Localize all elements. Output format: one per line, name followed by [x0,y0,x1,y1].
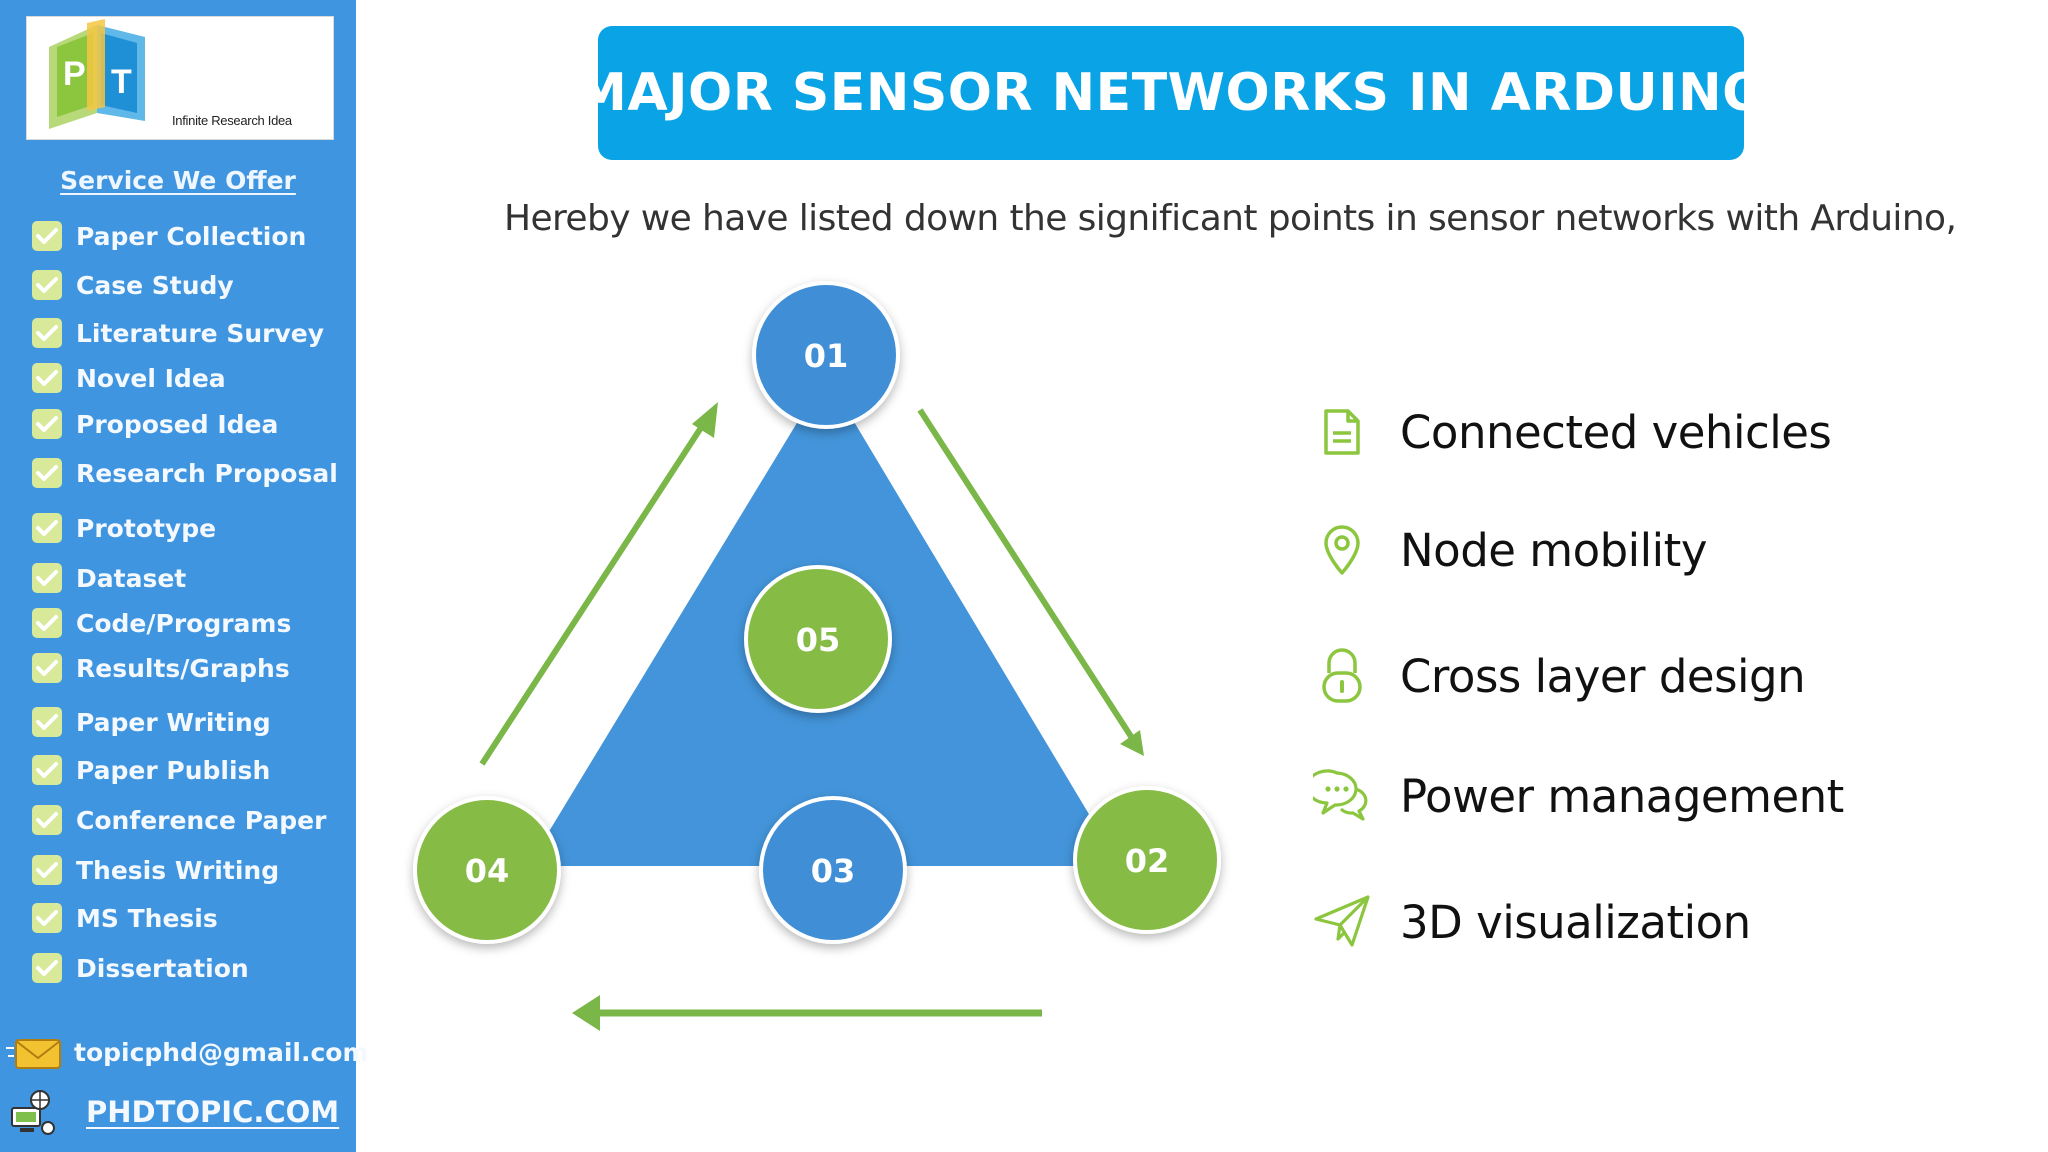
service-item-label: Prototype [76,513,217,543]
point-item-1[interactable]: Connected vehicles [1310,402,1832,462]
point-item-5[interactable]: 3D visualization [1310,892,1751,952]
svg-text:T: T [111,63,132,101]
service-item-label: Paper Writing [76,707,271,737]
checkmark-icon [32,805,62,835]
arrow-down-right [917,408,1144,756]
node-04-label: 04 [465,852,510,890]
node-02-label: 02 [1125,842,1170,880]
website-link[interactable]: PHDTOPIC.COM [86,1095,340,1129]
checkmark-icon [32,409,62,439]
service-item[interactable]: MS Thesis [32,900,218,936]
checkmark-icon [32,608,62,638]
point-item-4[interactable]: Power management [1310,766,1844,826]
service-item-label: MS Thesis [76,903,218,933]
node-01[interactable]: 01 [752,281,900,429]
point-label-5: 3D visualization [1400,895,1751,949]
service-item-label: Paper Publish [76,755,271,785]
service-item[interactable]: Dissertation [32,950,249,986]
email-text: topicphd@gmail.com [74,1037,369,1067]
service-item-label: Case Study [76,270,234,300]
website-row[interactable]: PHDTOPIC.COM [6,1088,339,1136]
checkmark-icon [32,755,62,785]
subtitle: Hereby we have listed down the significa… [504,198,1957,239]
service-item[interactable]: Dataset [32,560,186,596]
checkmark-icon [32,458,62,488]
service-item[interactable]: Paper Publish [32,752,270,788]
service-item[interactable]: Literature Survey [32,315,324,351]
paper-plane-icon [1310,892,1374,952]
title-banner: MAJOR SENSOR NETWORKS IN ARDUINO [575,26,1766,160]
node-05[interactable]: 05 [744,565,892,713]
services-heading[interactable]: Service We Offer [60,166,296,195]
point-label-4: Power management [1400,769,1844,823]
service-item[interactable]: Results/Graphs [32,650,290,686]
arrow-left [572,995,1042,1031]
checkmark-icon [32,855,62,885]
checkmark-icon [32,653,62,683]
service-item-label: Thesis Writing [76,855,280,885]
service-item[interactable]: Novel Idea [32,360,226,396]
node-05-label: 05 [796,621,841,659]
service-item[interactable]: Thesis Writing [32,852,279,888]
point-label-2: Node mobility [1400,523,1707,577]
envelope-icon [6,1039,61,1069]
node-04[interactable]: 04 [413,796,561,944]
email-row[interactable]: topicphd@gmail.com [6,1032,369,1072]
checkmark-icon [32,221,62,251]
node-01-label: 01 [804,337,849,375]
service-item-label: Literature Survey [76,318,325,348]
node-02[interactable]: 02 [1073,786,1221,934]
cycle-diagram: 01 02 03 04 05 [413,281,1221,1031]
service-item[interactable]: Conference Paper [32,802,326,838]
location-pin-icon [1310,520,1374,580]
service-item[interactable]: Research Proposal [32,455,338,491]
node-03[interactable]: 03 [759,796,907,944]
service-item[interactable]: Paper Collection [32,218,306,254]
point-label-3: Cross layer design [1400,649,1806,703]
checkmark-icon [32,563,62,593]
service-item-label: Conference Paper [76,805,327,835]
checkmark-icon [32,270,62,300]
service-item[interactable]: Case Study [32,267,234,303]
svg-text:P: P [63,55,86,93]
lock-icon [1310,646,1374,706]
service-item-label: Dissertation [76,953,249,983]
document-icon [1310,402,1374,462]
service-item-label: Results/Graphs [76,653,290,683]
point-item-3[interactable]: Cross layer design [1310,646,1806,706]
service-item-label: Research Proposal [76,458,338,488]
chat-bubbles-icon [1310,766,1374,826]
service-item[interactable]: Code/Programs [32,605,291,641]
checkmark-icon [32,513,62,543]
page-title: MAJOR SENSOR NETWORKS IN ARDUINO [575,63,1767,123]
computer-network-icon [11,1090,55,1135]
service-item-label: Proposed Idea [76,409,279,439]
point-label-1: Connected vehicles [1400,405,1832,459]
checkmark-icon [32,953,62,983]
node-03-label: 03 [811,852,856,890]
logo-book-icon: P T [49,19,145,129]
point-item-2[interactable]: Node mobility [1310,520,1707,580]
checkmark-icon [32,707,62,737]
service-item-label: Dataset [76,563,187,593]
logo[interactable]: P T Infinite Research Idea [26,16,334,140]
arrow-up-right [479,402,718,766]
sidebar: P T Infinite Research Idea Service We Of… [0,0,369,1152]
service-item-label: Novel Idea [76,363,226,393]
logo-tagline: Infinite Research Idea [172,113,292,128]
checkmark-icon [32,363,62,393]
checkmark-icon [32,903,62,933]
service-item[interactable]: Prototype [32,510,216,546]
service-item-label: Code/Programs [76,608,292,638]
service-item[interactable]: Proposed Idea [32,406,278,442]
service-item[interactable]: Paper Writing [32,704,271,740]
service-item-label: Paper Collection [76,221,307,251]
checkmark-icon [32,318,62,348]
